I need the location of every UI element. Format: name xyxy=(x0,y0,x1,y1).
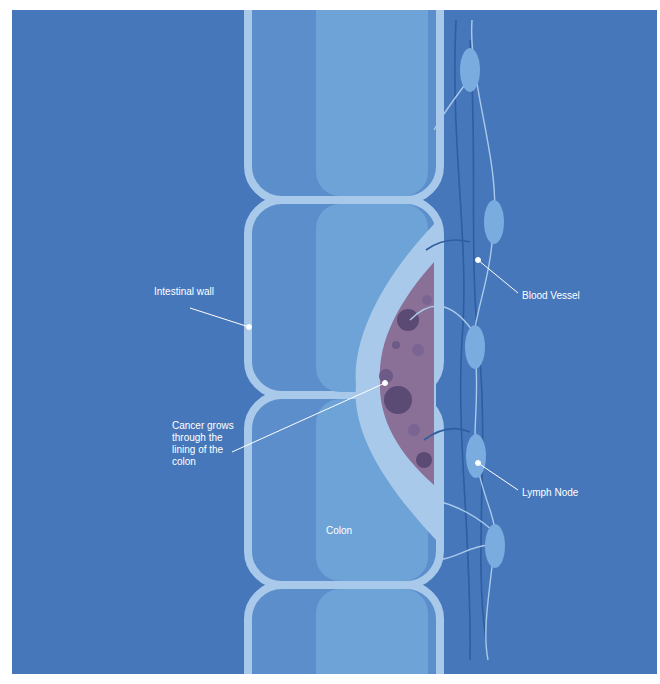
colon-illustration xyxy=(12,10,657,674)
colon-label: Colon xyxy=(326,525,386,537)
lymph-system xyxy=(410,20,505,660)
tumour xyxy=(379,262,434,485)
colon-tube xyxy=(248,10,440,674)
callout-note: Cancer grows through the lining of the c… xyxy=(172,420,234,468)
leader-lines xyxy=(190,258,518,491)
blood-vessel xyxy=(424,20,486,660)
wall-thickening xyxy=(356,222,436,540)
wall-label: Intestinal wall xyxy=(154,286,224,298)
vessel-label: Blood Vessel xyxy=(522,290,602,302)
diagram-panel: Intestinal wall Blood VesselCancer grows … xyxy=(12,10,657,674)
node-label: Lymph Node xyxy=(522,487,602,499)
